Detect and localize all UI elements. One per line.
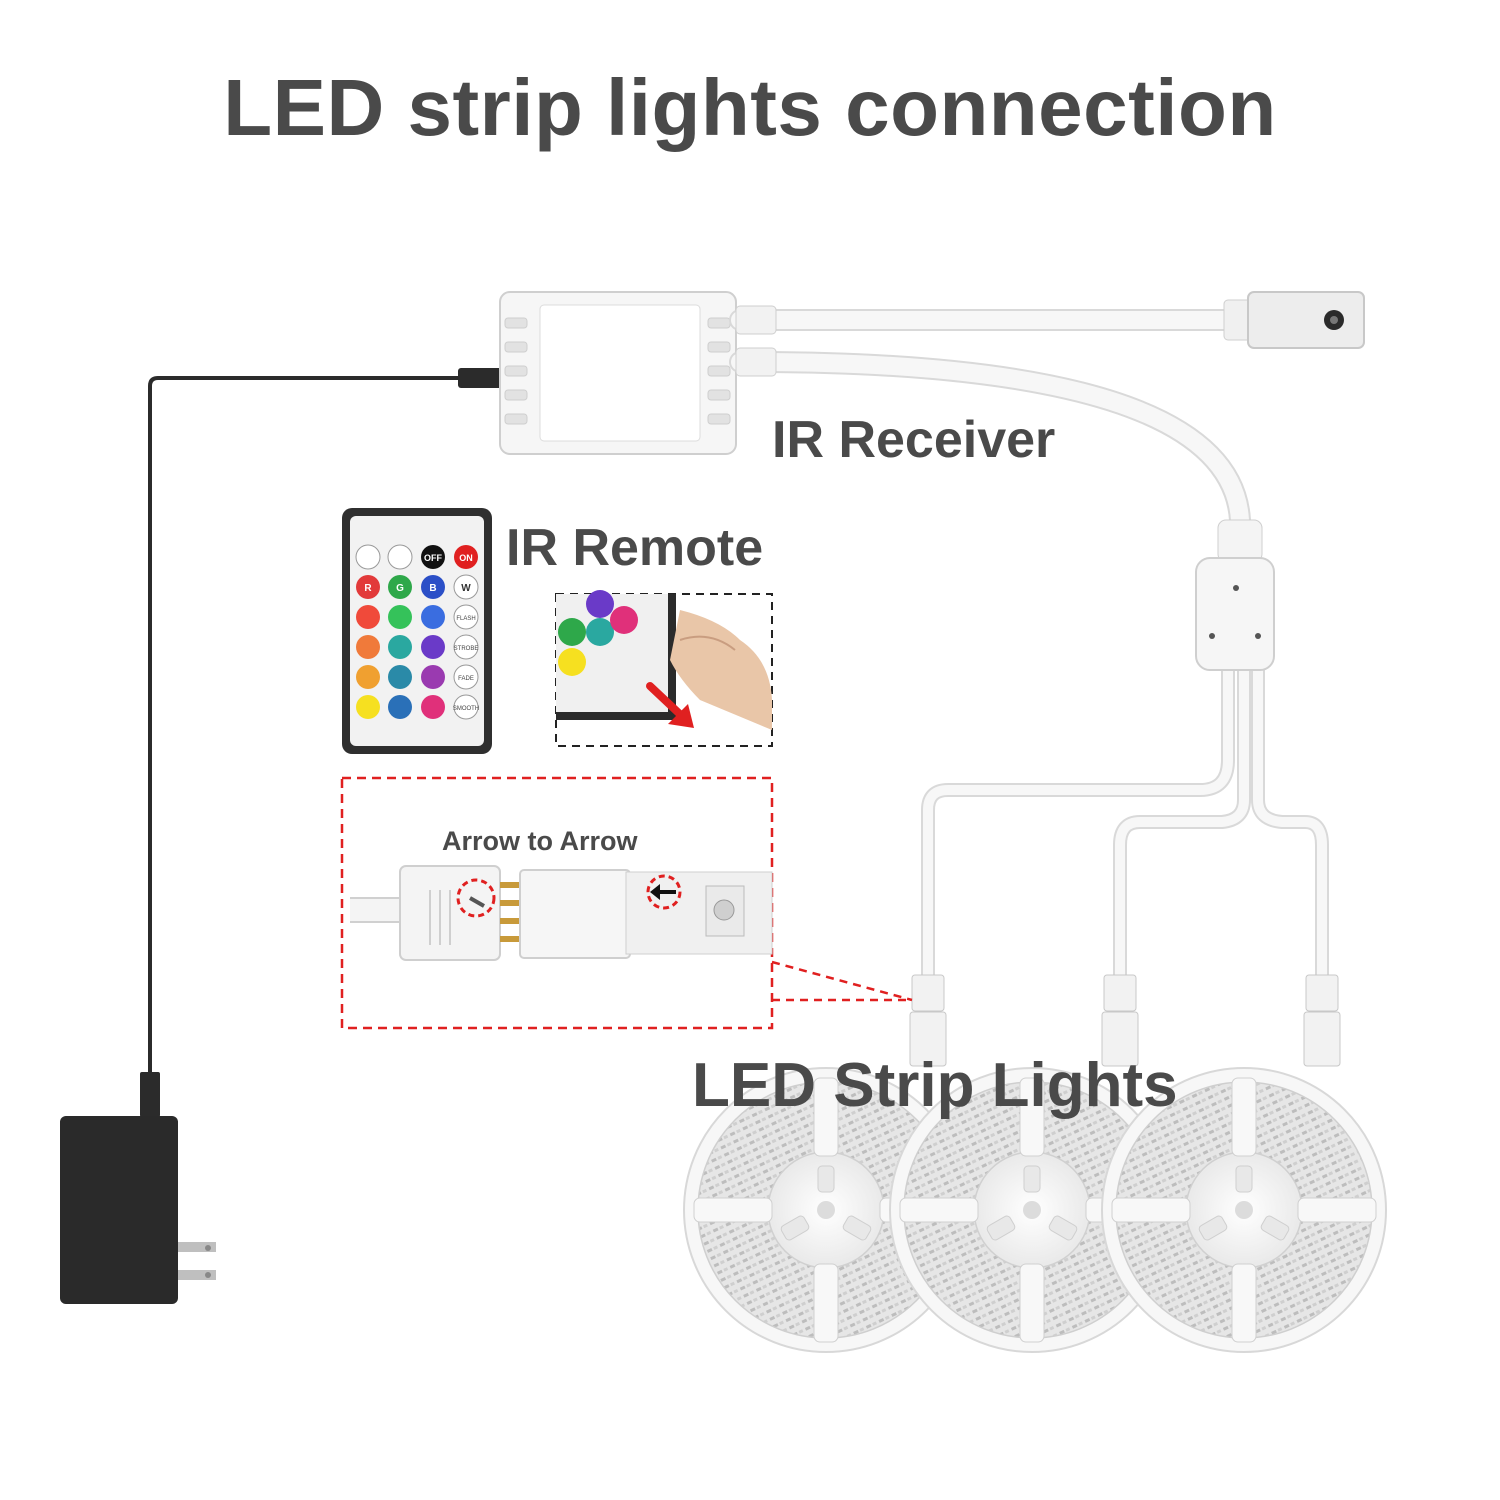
remote-fade-label: FADE [458, 676, 474, 682]
power-adapter-icon [60, 1116, 216, 1304]
remote-off-label: OFF [424, 553, 442, 563]
battery-tab-inset [555, 590, 773, 747]
white-cables [729, 309, 1329, 992]
arrow-to-arrow-label: Arrow to Arrow [442, 826, 638, 856]
remote-on-label: ON [459, 553, 473, 563]
remote-b-label: B [429, 583, 436, 594]
power-cable [140, 368, 508, 1117]
remote-g-label: G [396, 583, 404, 594]
connector-pins-icon [350, 865, 773, 961]
remote-smooth-label: SMOOTH [453, 706, 479, 712]
page-title: LED strip lights connection [223, 63, 1277, 152]
splitter-icon [1195, 519, 1275, 671]
remote-w-label: W [461, 583, 471, 594]
led-strip-lights-label: LED Strip Lights [692, 1051, 1178, 1120]
remote-strobe-label: STROBE [454, 646, 479, 652]
remote-control-icon: OFF ON R G B W FLASH STROBE FADE SMOOTH [342, 508, 492, 754]
remote-r-label: R [364, 583, 372, 594]
ir-receiver-box-icon [499, 291, 737, 455]
remote-flash-label: FLASH [456, 616, 475, 622]
ir-receiver-label: IR Receiver [772, 411, 1056, 469]
ir-remote-label: IR Remote [506, 519, 764, 577]
dc-jack-icon [1223, 291, 1365, 349]
